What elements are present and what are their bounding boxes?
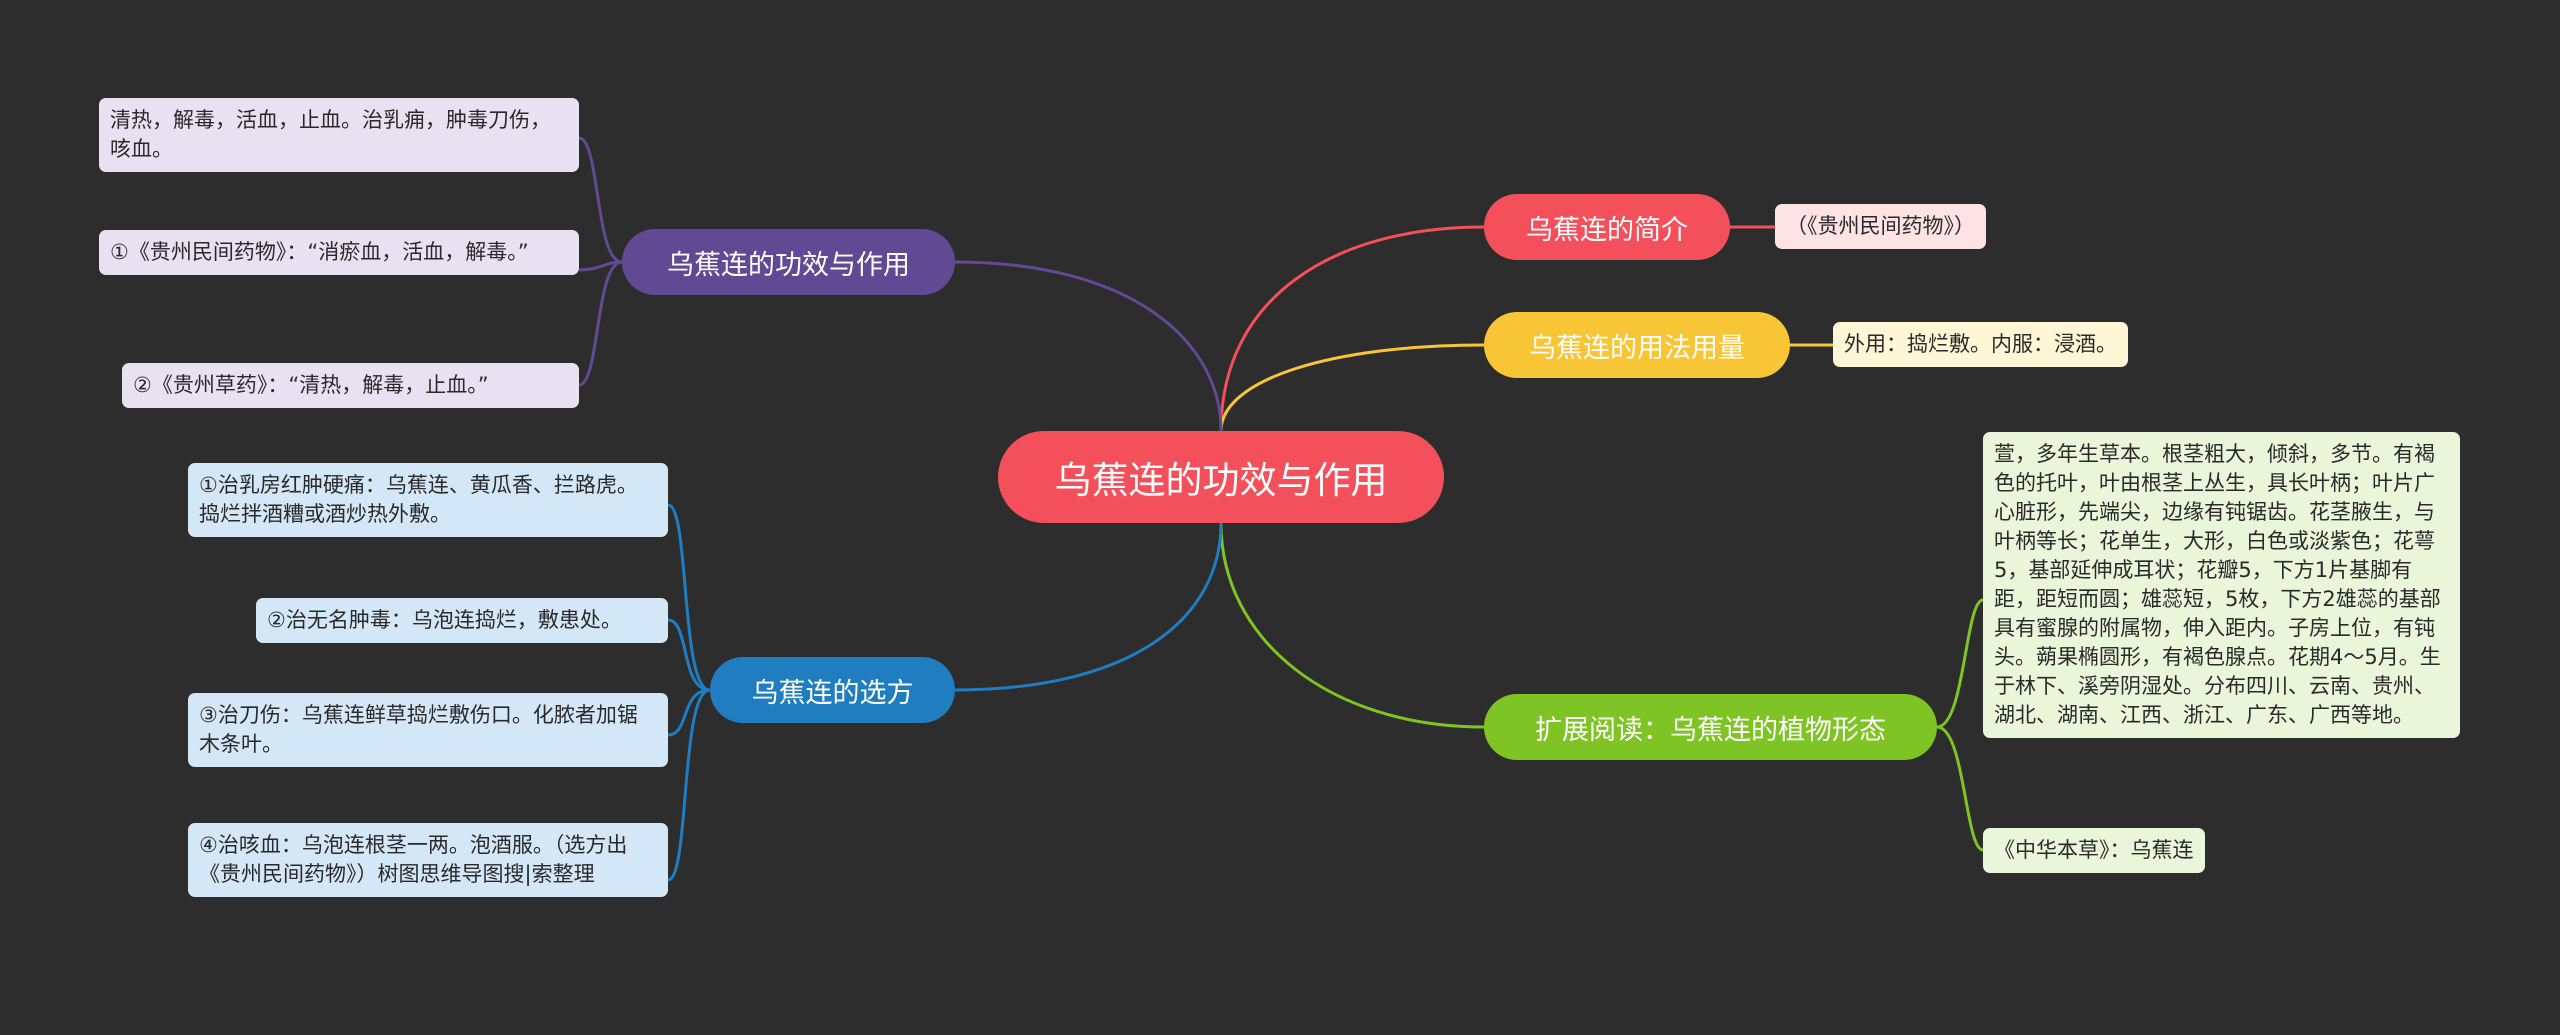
branch-intro[interactable]: 乌蕉连的简介: [1484, 194, 1730, 260]
branch-prescriptions[interactable]: 乌蕉连的选方: [710, 657, 955, 723]
prescription-leaf-2[interactable]: ②治无名肿毒：乌泡连捣烂，敷患处。: [256, 598, 668, 643]
branch-usage[interactable]: 乌蕉连的用法用量: [1484, 312, 1790, 378]
branch-morphology[interactable]: 扩展阅读：乌蕉连的植物形态: [1484, 694, 1937, 760]
branch-effects[interactable]: 乌蕉连的功效与作用: [622, 229, 955, 295]
central-topic[interactable]: 乌蕉连的功效与作用: [998, 431, 1444, 523]
effects-leaf-2[interactable]: ①《贵州民间药物》：“消瘀血，活血，解毒。”: [99, 230, 579, 275]
morphology-leaf-2[interactable]: 《中华本草》：乌蕉连: [1983, 828, 2205, 873]
intro-leaf[interactable]: （《贵州民间药物》）: [1775, 204, 1986, 249]
prescription-leaf-3[interactable]: ③治刀伤：乌蕉连鲜草捣烂敷伤口。化脓者加锯木条叶。: [188, 693, 668, 767]
morphology-leaf-1[interactable]: 萱，多年生草本。根茎粗大，倾斜，多节。有褐色的托叶，叶由根茎上丛生，具长叶柄；叶…: [1983, 432, 2460, 738]
effects-leaf-3[interactable]: ②《贵州草药》：“清热，解毒，止血。”: [122, 363, 579, 408]
prescription-leaf-4[interactable]: ④治咳血：乌泡连根茎一两。泡酒服。（选方出《贵州民间药物》）树图思维导图搜|索整…: [188, 823, 668, 897]
usage-leaf[interactable]: 外用：捣烂敷。内服：浸酒。: [1833, 322, 2128, 367]
prescription-leaf-1[interactable]: ①治乳房红肿硬痛：乌蕉连、黄瓜香、拦路虎。捣烂拌酒糟或酒炒热外敷。: [188, 463, 668, 537]
effects-leaf-1[interactable]: 清热，解毒，活血，止血。治乳痈，肿毒刀伤，咳血。: [99, 98, 579, 172]
